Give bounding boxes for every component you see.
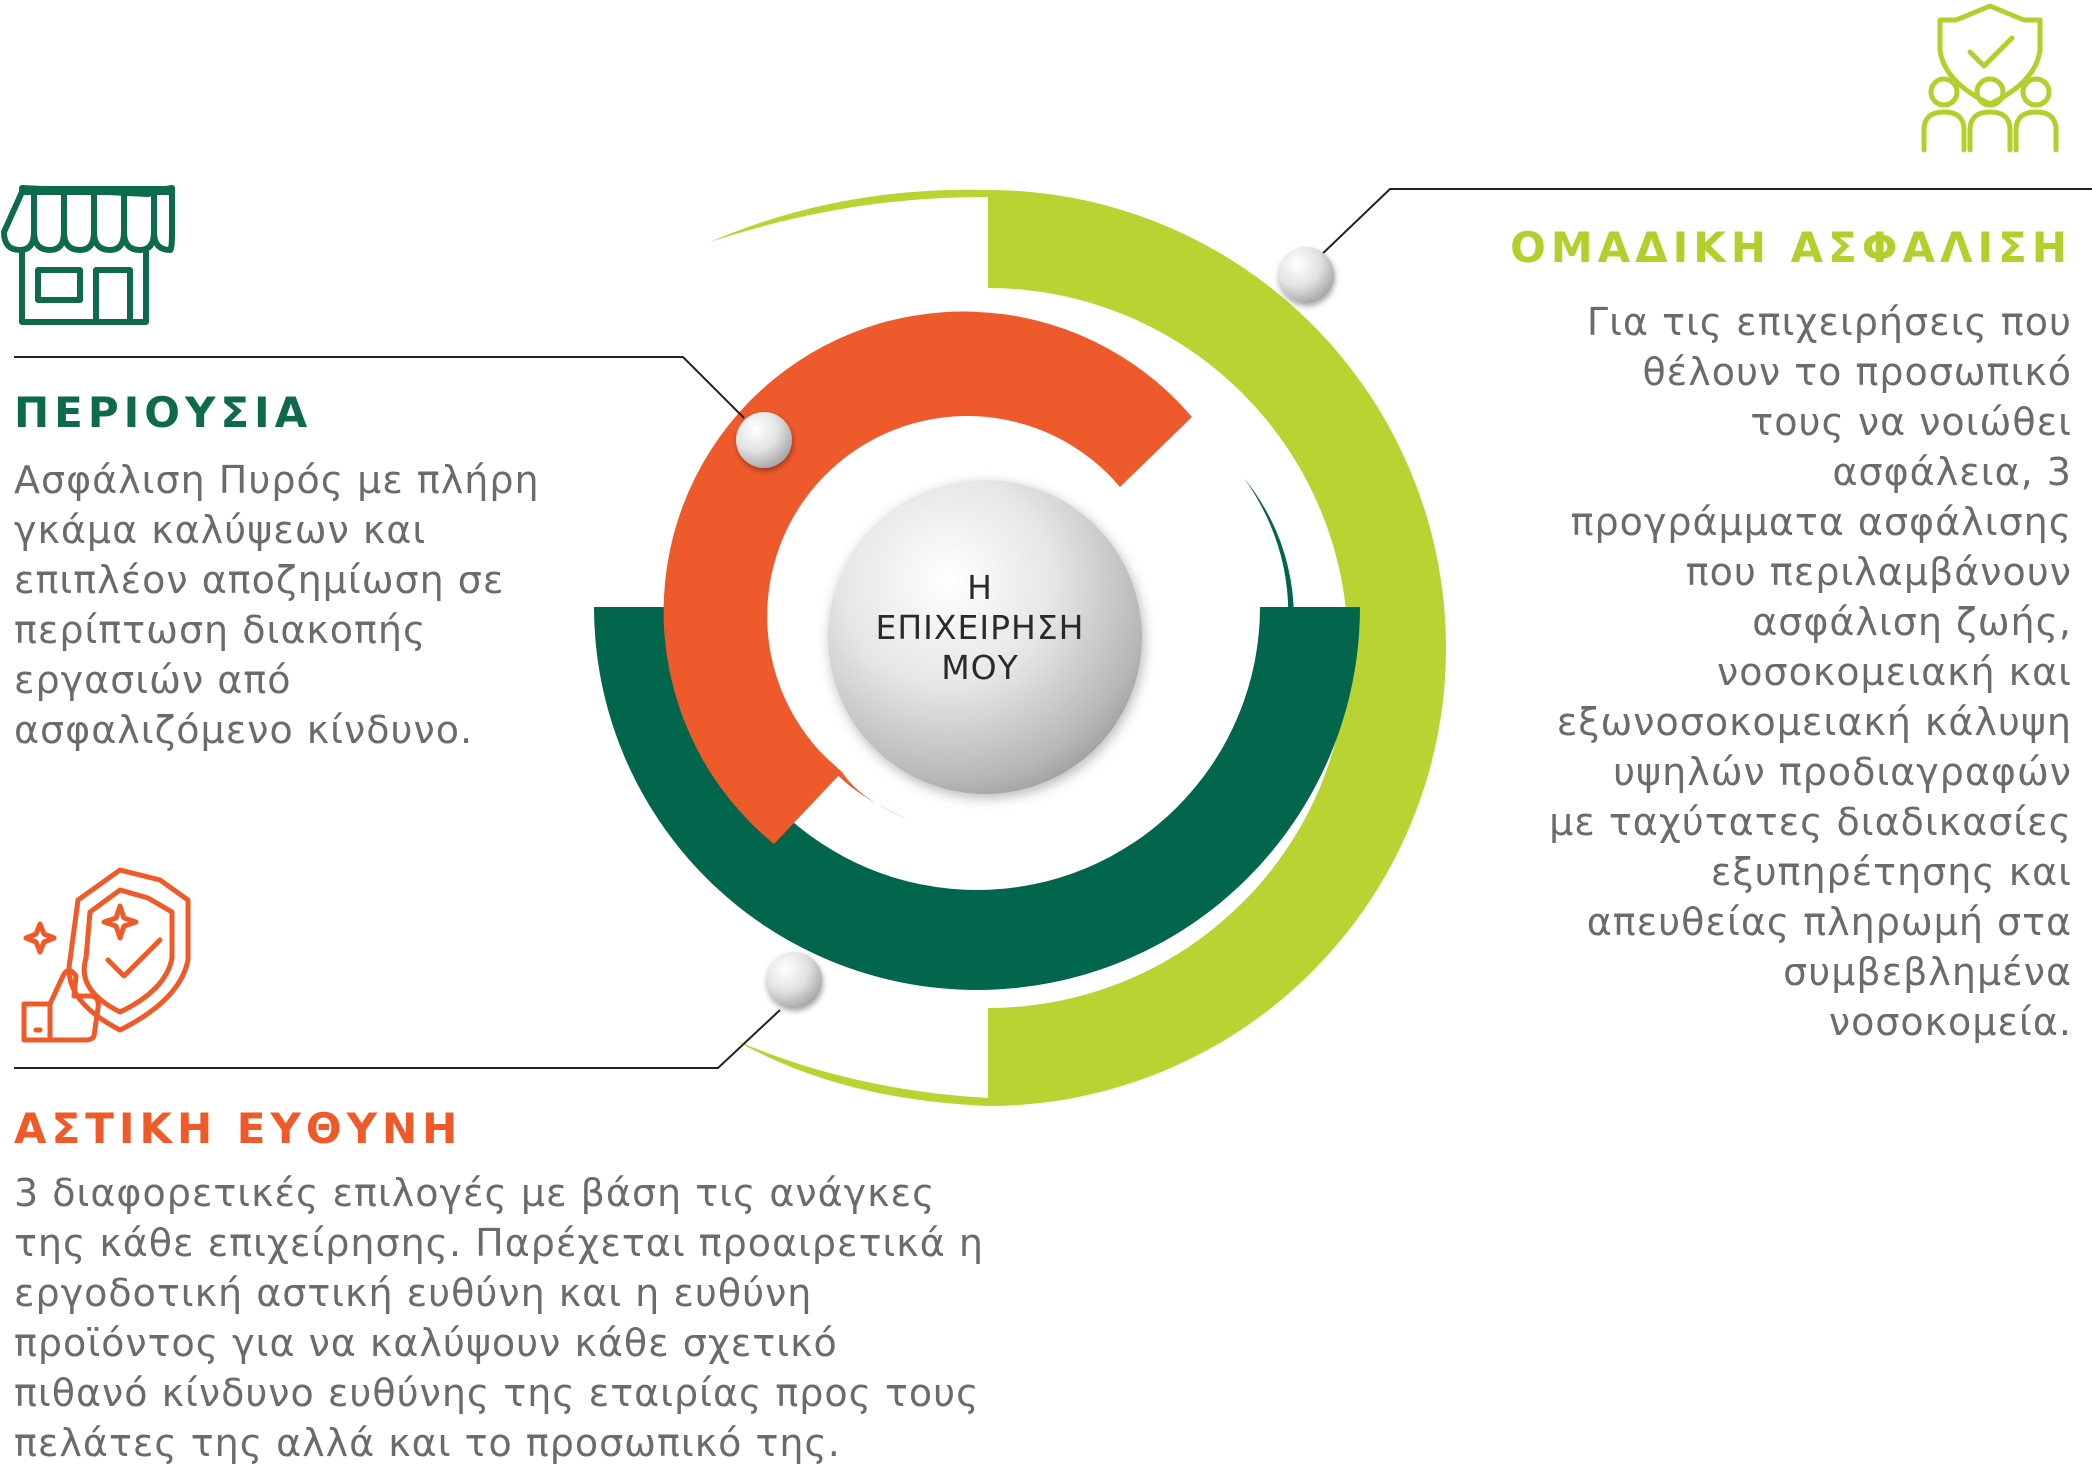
- shield-thumbs-up-icon: [21, 867, 191, 1043]
- connector-line-liability: [14, 1009, 781, 1069]
- description-line: προγράμματα ασφάλισης: [1570, 500, 2072, 544]
- shield-people-icon: [1921, 3, 2059, 153]
- description-line: τους να νοιώθει: [1750, 400, 2072, 444]
- description-line: πιθανό κίνδυνο ευθύνης της εταιρίας προς…: [14, 1371, 980, 1415]
- center-label-line: ΜΟΥ: [941, 648, 1019, 687]
- description-line: νοσοκομειακή και: [1717, 650, 2072, 694]
- knob-property: [736, 412, 792, 468]
- description-line: ασφαλιζόμενο κίνδυνο.: [14, 708, 474, 752]
- description-line: υψηλών προδιαγραφών: [1613, 750, 2072, 794]
- storefront-icon: [1, 185, 175, 325]
- liability-heading: ΑΣΤΙΚΗ ΕΥΘΥΝΗ: [14, 1104, 463, 1153]
- lime-accent-arc-bottom: [735, 1040, 988, 1106]
- description-line: περίπτωση διακοπής: [14, 608, 427, 652]
- description-line: γκάμα καλύψεων και: [14, 508, 427, 552]
- description-line: προϊόντος για να καλύψουν κάθε σχετικό: [14, 1321, 838, 1365]
- description-line: 3 διαφορετικές επιλογές με βάση τις ανάγ…: [14, 1171, 936, 1215]
- group-insurance-description: Για τις επιχειρήσεις που θέλουν το προσω…: [1549, 297, 2072, 1047]
- description-line: Για τις επιχειρήσεις που: [1586, 300, 2072, 344]
- connector-line-group: [1317, 188, 2092, 259]
- liability-ring: [663, 311, 1192, 844]
- description-line: συμβεβλημένα: [1783, 950, 2072, 994]
- center-label: Η ΕΠΙΧΕΙΡΗΣΗ ΜΟΥ: [830, 568, 1130, 688]
- lime-accent-arc-top: [710, 189, 988, 242]
- description-line: με ταχύτατες διαδικασίες: [1549, 800, 2072, 844]
- knob-group: [1278, 247, 1334, 303]
- description-line: εξωνοσοκομειακή κάλυψη: [1556, 700, 2072, 744]
- group-insurance-ring: [988, 190, 1446, 1106]
- liability-description: 3 διαφορετικές επιλογές με βάση τις ανάγ…: [14, 1168, 984, 1468]
- property-ring: [594, 607, 1360, 990]
- connector-line-property: [14, 356, 745, 419]
- center-label-line: ΕΠΙΧΕΙΡΗΣΗ: [875, 608, 1085, 647]
- group-insurance-heading: ΟΜΑΔΙΚΗ ΑΣΦΑΛΙΣΗ: [1510, 223, 2072, 272]
- description-line: που περιλαμβάνουν: [1685, 550, 2072, 594]
- property-heading: ΠΕΡΙΟΥΣΙΑ: [14, 388, 313, 437]
- description-line: νοσοκομεία.: [1828, 1000, 2072, 1044]
- description-line: θέλουν το προσωπικό: [1642, 350, 2072, 394]
- description-line: της κάθε επιχείρησης. Παρέχεται προαιρετ…: [14, 1221, 984, 1265]
- property-description: Ασφάλιση Πυρός με πλήρη γκάμα καλύψεων κ…: [14, 455, 540, 755]
- description-line: εργασιών από: [14, 658, 292, 702]
- description-line: εργοδοτική αστική ευθύνη και η ευθύνη: [14, 1271, 813, 1315]
- description-line: απευθείας πληρωμή στα: [1586, 900, 2072, 944]
- description-line: πελάτες της αλλά και το προσωπικό της.: [14, 1421, 841, 1465]
- center-sphere: [828, 480, 1142, 794]
- description-line: Ασφάλιση Πυρός με πλήρη: [14, 458, 540, 502]
- center-label-line: Η: [967, 568, 993, 607]
- description-line: ασφάλιση ζωής,: [1752, 600, 2072, 644]
- description-line: ασφάλεια, 3: [1832, 450, 2072, 494]
- green-accent-crescent: [1244, 478, 1294, 760]
- knob-liability: [766, 952, 822, 1008]
- description-line: εξυπηρέτησης και: [1710, 850, 2072, 894]
- description-line: επιπλέον αποζημίωση σε: [14, 558, 505, 602]
